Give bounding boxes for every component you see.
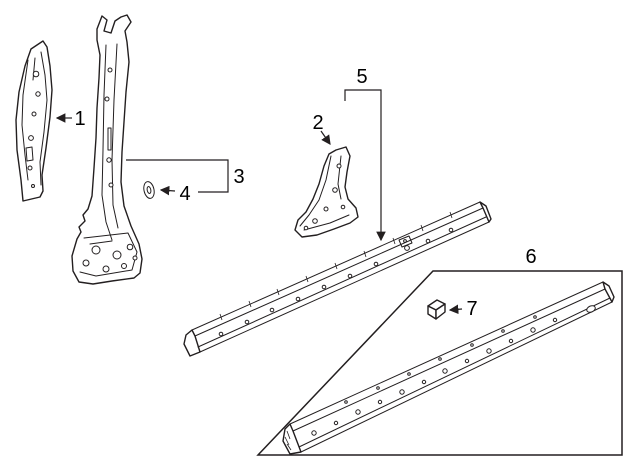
rocker-end-cap-right [479, 201, 492, 223]
part-group-box [256, 270, 623, 456]
leader-line [448, 304, 463, 315]
part-outline [294, 146, 359, 238]
part-crease-lines [101, 43, 119, 241]
leader-line [320, 130, 331, 145]
callout-4-label: 4 [179, 183, 190, 205]
part-center-pillar [71, 14, 143, 285]
grommet-inner [146, 186, 152, 194]
part-slot [25, 146, 34, 162]
callout-2-label: 2 [312, 112, 323, 134]
rocker-holes [311, 317, 558, 436]
callout-6-label: 6 [525, 246, 536, 268]
rocker-clip-detail [398, 235, 413, 251]
part-clip [427, 299, 446, 320]
rocker-end-cap-left [183, 329, 201, 357]
rocker-flange-holes [344, 315, 537, 404]
rocker-holes [218, 227, 454, 337]
part-crease-lines [21, 51, 48, 186]
callout-5-label: 5 [356, 66, 367, 88]
bracket-line [344, 89, 386, 242]
part-holes [27, 70, 41, 188]
leader-line [159, 185, 176, 196]
part-pillar-reinforcement [15, 40, 53, 202]
callout-1-label: 1 [74, 108, 85, 130]
rocker-edges [289, 281, 613, 453]
callout-1[interactable]: 1 [55, 108, 86, 130]
callout-6[interactable]: 6 [525, 246, 536, 268]
end-cap-hatch [284, 430, 292, 451]
part-holes [82, 67, 138, 273]
clip-right-face [435, 303, 446, 320]
part-base-lines [79, 232, 138, 277]
rocker-oval-hole [586, 305, 596, 313]
callout-5[interactable]: 5 [344, 66, 386, 242]
callout-2[interactable]: 2 [312, 112, 331, 145]
part-slot [107, 127, 112, 151]
callout-3[interactable]: 3 [126, 159, 245, 193]
part-inner-rocker-panel [282, 281, 615, 455]
rocker-end-cap-right [602, 281, 615, 303]
rocker-serration-ticks [219, 211, 453, 321]
part-outline [71, 14, 143, 285]
callout-4[interactable]: 4 [159, 183, 191, 205]
callout-7[interactable]: 7 [448, 298, 478, 320]
bracket-line [126, 159, 229, 193]
part-lock-pillar [294, 146, 359, 238]
callout-7-label: 7 [466, 298, 477, 320]
part-grommet [143, 181, 155, 199]
callout-3-label: 3 [233, 166, 244, 188]
part-holes [303, 163, 346, 231]
part-rocker-panel [183, 201, 492, 357]
